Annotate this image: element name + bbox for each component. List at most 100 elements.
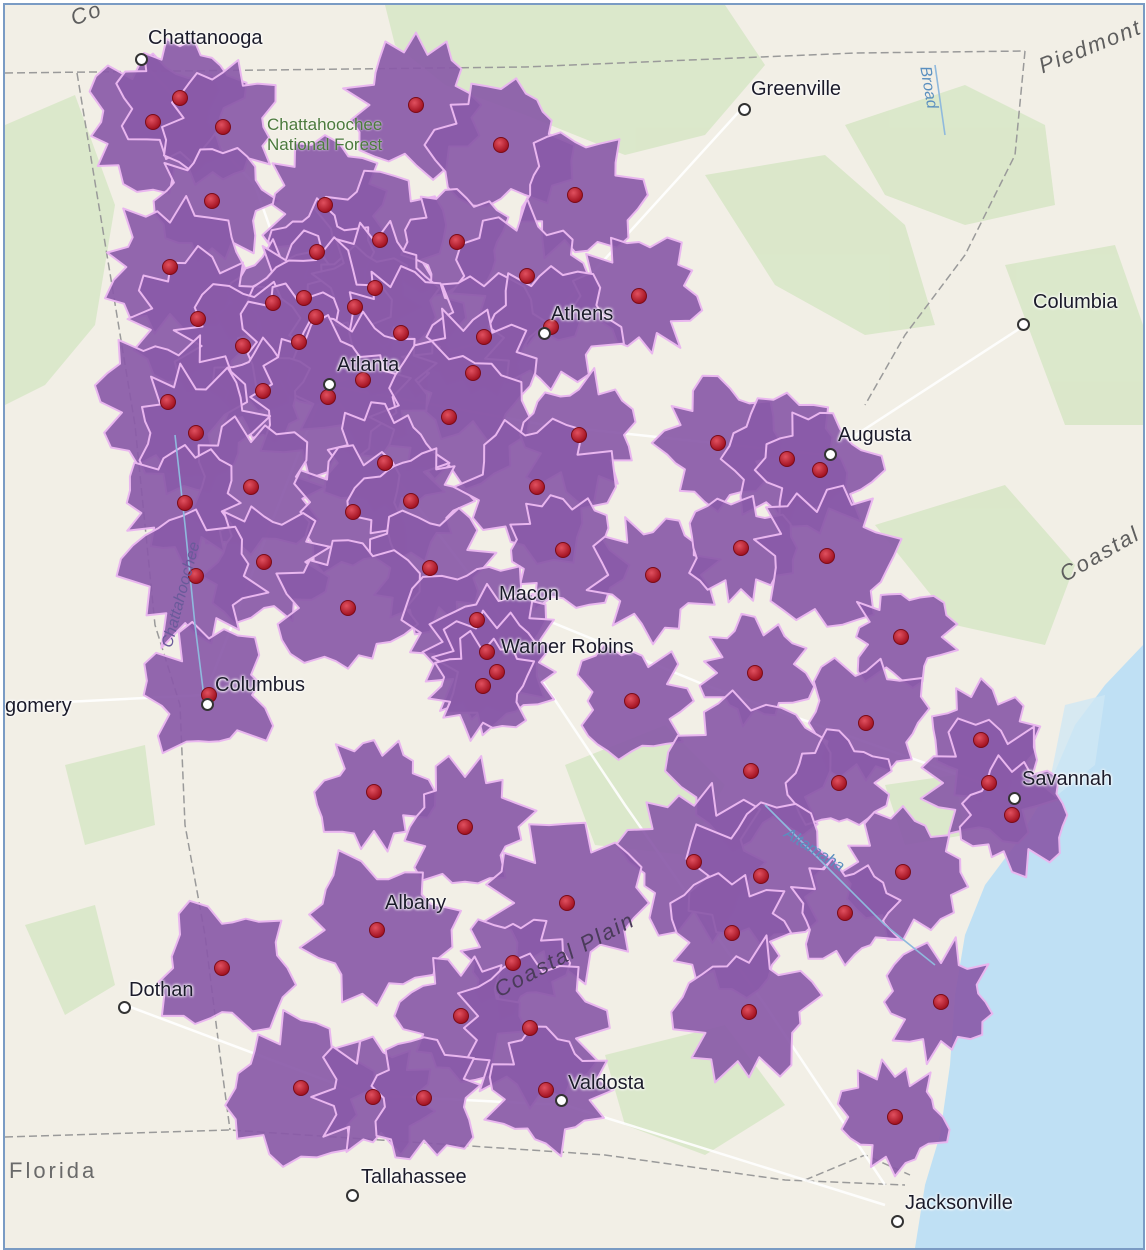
facility-point[interactable] <box>1004 807 1020 823</box>
facility-point[interactable] <box>177 495 193 511</box>
facility-point[interactable] <box>571 427 587 443</box>
city-dot-savannah <box>1008 792 1021 805</box>
facility-point[interactable] <box>741 1004 757 1020</box>
facility-point[interactable] <box>505 955 521 971</box>
facility-point[interactable] <box>160 394 176 410</box>
facility-point[interactable] <box>469 612 485 628</box>
facility-point[interactable] <box>522 1020 538 1036</box>
facility-point[interactable] <box>475 678 491 694</box>
facility-point[interactable] <box>347 299 363 315</box>
facility-point[interactable] <box>393 325 409 341</box>
facility-point[interactable] <box>479 644 495 660</box>
facility-point[interactable] <box>422 560 438 576</box>
facility-point[interactable] <box>710 435 726 451</box>
facility-point[interactable] <box>355 372 371 388</box>
facility-point[interactable] <box>255 383 271 399</box>
facility-point[interactable] <box>449 234 465 250</box>
facility-point[interactable] <box>493 137 509 153</box>
facility-point[interactable] <box>465 365 481 381</box>
coastal-marsh <box>1045 695 1105 805</box>
facility-point[interactable] <box>172 90 188 106</box>
facility-point[interactable] <box>367 280 383 296</box>
city-label-savannah: Savannah <box>1022 768 1113 790</box>
facility-point[interactable] <box>145 114 161 130</box>
facility-point[interactable] <box>686 854 702 870</box>
facility-point[interactable] <box>366 784 382 800</box>
facility-point[interactable] <box>377 455 393 471</box>
facility-point[interactable] <box>631 288 647 304</box>
facility-point[interactable] <box>345 504 361 520</box>
facility-point[interactable] <box>308 309 324 325</box>
facility-point[interactable] <box>895 864 911 880</box>
map-canvas[interactable] <box>5 5 1143 1248</box>
facility-point[interactable] <box>893 629 909 645</box>
city-label-dothan: Dothan <box>129 979 194 1001</box>
facility-point[interactable] <box>293 1080 309 1096</box>
facility-point[interactable] <box>188 568 204 584</box>
facility-point[interactable] <box>812 462 828 478</box>
facility-point[interactable] <box>555 542 571 558</box>
city-dot-atlanta <box>323 378 336 391</box>
service-area-polygon[interactable] <box>518 131 649 260</box>
facility-point[interactable] <box>831 775 847 791</box>
facility-point[interactable] <box>559 895 575 911</box>
facility-point[interactable] <box>365 1089 381 1105</box>
facility-point[interactable] <box>320 389 336 405</box>
facility-point[interactable] <box>743 763 759 779</box>
facility-point[interactable] <box>235 338 251 354</box>
region-label-florida: Florida <box>9 1158 98 1183</box>
facility-point[interactable] <box>519 268 535 284</box>
facility-point[interactable] <box>624 693 640 709</box>
city-dot-dothan <box>118 1001 131 1014</box>
facility-point[interactable] <box>369 922 385 938</box>
facility-point[interactable] <box>538 1082 554 1098</box>
facility-point[interactable] <box>819 548 835 564</box>
facility-point[interactable] <box>243 479 259 495</box>
city-dot-jacksonville <box>891 1215 904 1228</box>
facility-point[interactable] <box>457 819 473 835</box>
facility-point[interactable] <box>858 715 874 731</box>
facility-point[interactable] <box>416 1090 432 1106</box>
facility-point[interactable] <box>372 232 388 248</box>
facility-point[interactable] <box>441 409 457 425</box>
facility-point[interactable] <box>933 994 949 1010</box>
facility-point[interactable] <box>973 732 989 748</box>
facility-point[interactable] <box>567 187 583 203</box>
city-label-albany: Albany <box>385 892 447 914</box>
facility-point[interactable] <box>476 329 492 345</box>
facility-point[interactable] <box>981 775 997 791</box>
facility-point[interactable] <box>188 425 204 441</box>
facility-point[interactable] <box>489 664 505 680</box>
facility-point[interactable] <box>162 259 178 275</box>
facility-point[interactable] <box>645 567 661 583</box>
facility-point[interactable] <box>309 244 325 260</box>
city-dot-greenville <box>738 103 751 116</box>
city-label-columbus: Columbus <box>215 674 306 696</box>
facility-point[interactable] <box>408 97 424 113</box>
facility-point[interactable] <box>887 1109 903 1125</box>
facility-point[interactable] <box>403 493 419 509</box>
facility-point[interactable] <box>724 925 740 941</box>
facility-point[interactable] <box>291 334 307 350</box>
facility-point[interactable] <box>190 311 206 327</box>
facility-point[interactable] <box>747 665 763 681</box>
facility-point[interactable] <box>256 554 272 570</box>
facility-point[interactable] <box>733 540 749 556</box>
facility-point[interactable] <box>214 960 230 976</box>
facility-point[interactable] <box>529 479 545 495</box>
city-dot-tallahassee <box>346 1189 359 1202</box>
facility-point[interactable] <box>837 905 853 921</box>
facility-point[interactable] <box>215 119 231 135</box>
facility-point[interactable] <box>453 1008 469 1024</box>
city-dot-valdosta <box>555 1094 568 1107</box>
facility-point[interactable] <box>340 600 356 616</box>
facility-point[interactable] <box>265 295 281 311</box>
city-label-tallahassee: Tallahassee <box>361 1166 467 1188</box>
facility-point[interactable] <box>753 868 769 884</box>
facility-point[interactable] <box>204 193 220 209</box>
facility-point[interactable] <box>779 451 795 467</box>
city-label-chattanooga: Chattanooga <box>148 27 263 49</box>
facility-point[interactable] <box>317 197 333 213</box>
map-frame[interactable]: Chattahoochee National Forest Piedmont C… <box>3 3 1145 1250</box>
facility-point[interactable] <box>296 290 312 306</box>
